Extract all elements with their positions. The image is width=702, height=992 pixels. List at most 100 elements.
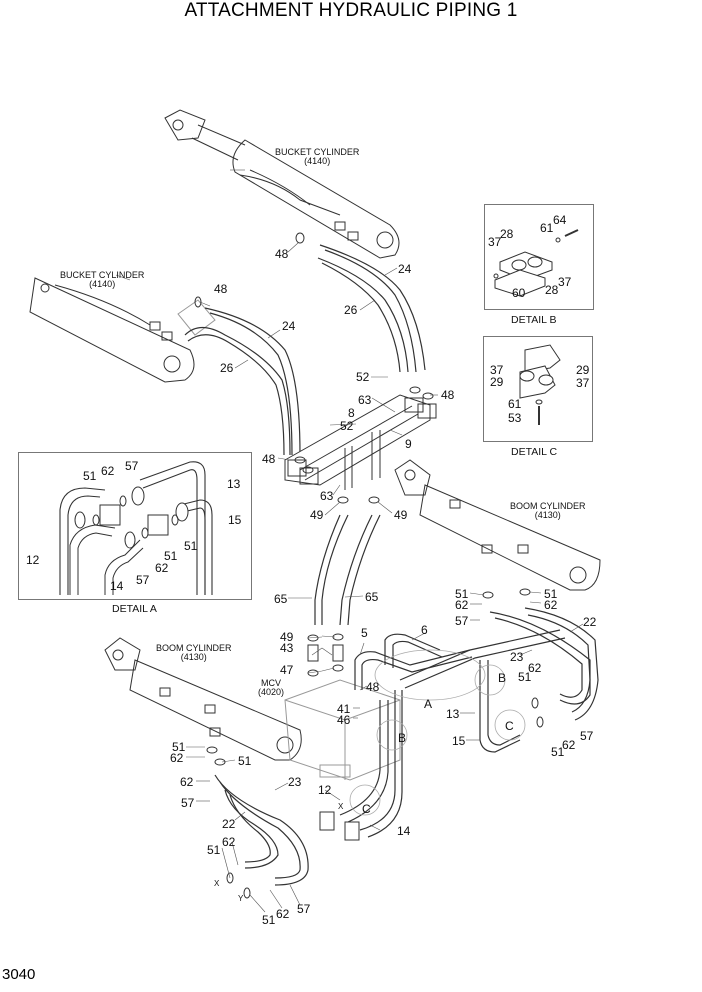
callout: 24: [398, 262, 412, 276]
callout: 62: [562, 738, 576, 752]
callout: 12: [318, 783, 332, 797]
boom-cylinder-lower: [104, 637, 302, 761]
detail-b-drawing: [493, 229, 579, 297]
callout: C: [362, 802, 371, 816]
component-name: BUCKET CYLINDER: [275, 147, 360, 157]
callout: 64: [553, 213, 567, 227]
callout: 48: [366, 680, 380, 694]
detail-a-box: [18, 452, 252, 600]
callout: 51: [238, 754, 252, 768]
boom-cylinder-upper: [394, 459, 601, 591]
callout: 24: [282, 319, 296, 333]
callout: 29: [490, 375, 504, 389]
boom-cylinder-lower-label: BOOM CYLINDER (4130): [156, 644, 232, 662]
callout: 51: [518, 670, 532, 684]
callout: 48: [214, 282, 228, 296]
callout: 62: [528, 661, 542, 675]
manifold-block: [284, 394, 437, 490]
callout: 26: [344, 303, 358, 317]
callout: 49: [280, 630, 294, 644]
detail-c-drawing: [519, 344, 561, 425]
callout: 29: [576, 363, 590, 377]
callout: 62: [276, 907, 290, 921]
component-code: (4020): [258, 687, 285, 697]
callout: 57: [181, 796, 195, 810]
callout: 37: [488, 235, 502, 249]
callout: 15: [452, 734, 466, 748]
callout: 62: [170, 751, 184, 765]
callout: 63: [320, 489, 334, 503]
callout: 14: [110, 579, 124, 593]
callout: 13: [227, 477, 241, 491]
callout: 65: [365, 590, 379, 604]
component-code: (4130): [180, 652, 207, 662]
callout: 57: [455, 614, 469, 628]
callout: 22: [222, 817, 236, 831]
page-number: 3040: [2, 966, 36, 983]
callout: C: [505, 719, 514, 733]
callout: 14: [397, 824, 411, 838]
callout: 48: [441, 388, 455, 402]
callout: 47: [280, 663, 294, 677]
detail-a-caption: DETAIL A: [112, 603, 157, 615]
callout: 62: [544, 598, 558, 612]
detail-b-box: [484, 204, 594, 310]
callout: 49: [310, 508, 324, 522]
mcv-label: MCV (4020): [258, 679, 284, 697]
component-name: BOOM CYLINDER: [156, 643, 232, 653]
callout: 51: [164, 549, 178, 563]
callout: 22: [583, 615, 597, 629]
callout: 37: [558, 275, 572, 289]
component-code: (4140): [304, 156, 331, 166]
callout: 62: [222, 835, 236, 849]
component-code: (4140): [89, 279, 116, 289]
callout: 62: [455, 598, 469, 612]
leader-lines: [115, 169, 584, 913]
callout-port: Y: [238, 894, 244, 903]
callout: 28: [545, 283, 559, 297]
bucket-cylinder-left: [29, 277, 195, 383]
callout: 37: [490, 363, 504, 377]
callout: 9: [405, 437, 412, 451]
callout: 52: [340, 419, 354, 433]
callout: 49: [394, 508, 408, 522]
o-ring: [295, 232, 305, 244]
callout: 51: [551, 745, 565, 759]
callout: 6: [421, 623, 428, 637]
callout: 51: [207, 843, 221, 857]
callout: 61: [508, 397, 522, 411]
callout: 51: [544, 587, 558, 601]
callout: 62: [155, 561, 169, 575]
callout: 60: [512, 286, 526, 300]
component-name: MCV: [261, 678, 281, 688]
callout: 26: [220, 361, 234, 375]
callout: 53: [508, 411, 522, 425]
callout: 43: [280, 641, 294, 655]
callout: 65: [274, 592, 288, 606]
callout: 15: [228, 513, 242, 527]
callout: 57: [125, 459, 139, 473]
callout: 51: [172, 740, 186, 754]
detail-b-caption: DETAIL B: [511, 314, 557, 326]
callout: 51: [455, 587, 469, 601]
callout-port: X: [338, 802, 344, 811]
callout: 5: [361, 626, 368, 640]
mcv-body: [284, 679, 401, 781]
detail-c-caption: DETAIL C: [511, 446, 558, 458]
callout: 23: [288, 775, 302, 789]
callout: 8: [348, 406, 355, 420]
bucket-cylinder-upper: [164, 109, 400, 259]
callout: 13: [446, 707, 460, 721]
bucket-cylinder-upper-label: BUCKET CYLINDER (4140): [275, 148, 359, 166]
callout: A: [424, 697, 433, 711]
callout: 28: [500, 227, 514, 241]
callout: 57: [297, 902, 311, 916]
callout: 51: [262, 913, 276, 927]
detail-a-drawing: [59, 461, 213, 595]
callout: 51: [184, 539, 198, 553]
callout: 37: [576, 376, 590, 390]
callout-port: X: [214, 879, 220, 888]
callout: 23: [510, 650, 524, 664]
component-name: BUCKET CYLINDER: [60, 270, 145, 280]
